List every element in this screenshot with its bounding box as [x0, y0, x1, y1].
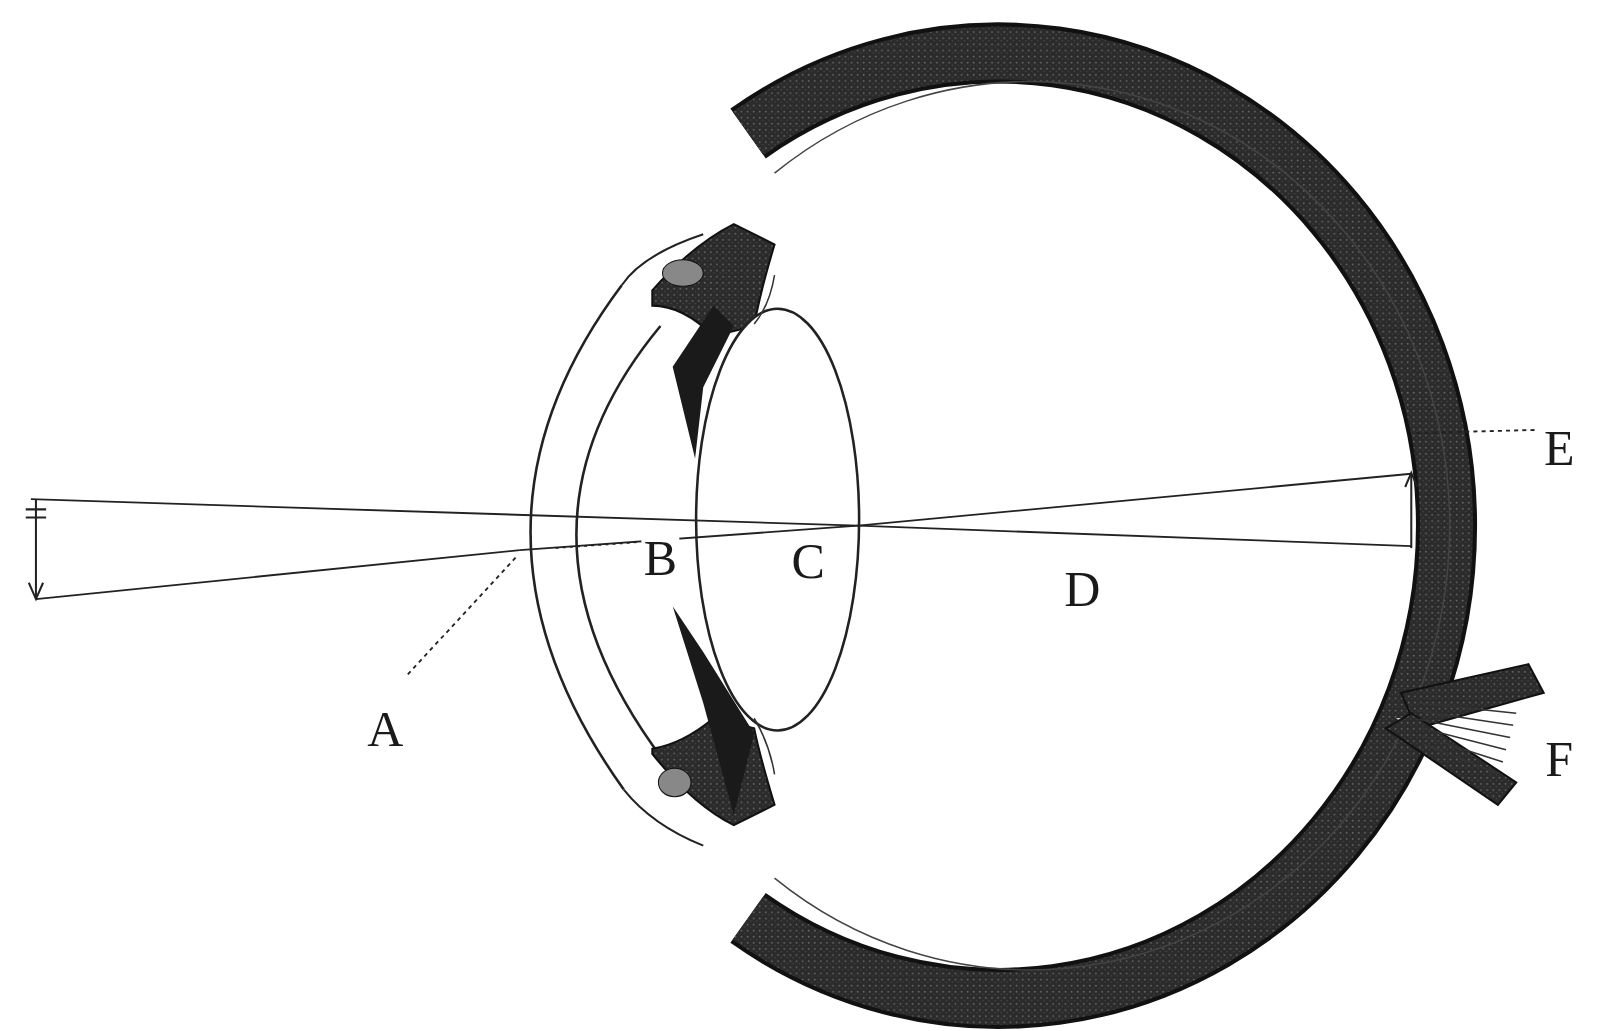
part-letter: F	[1543, 734, 1575, 784]
part-letter: E	[1542, 423, 1577, 473]
part-letter: A	[365, 704, 405, 754]
part-letter: D	[1062, 564, 1102, 614]
part-letter: B	[642, 533, 679, 583]
part-letter: C	[789, 536, 826, 586]
